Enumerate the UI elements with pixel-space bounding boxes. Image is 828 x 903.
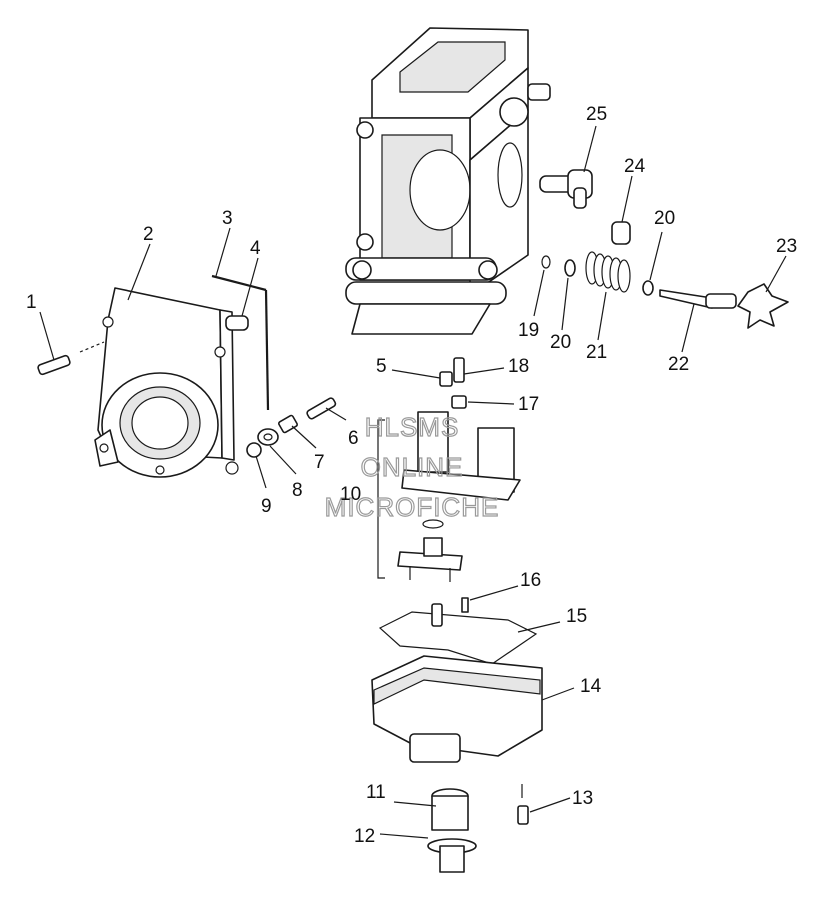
callout-23: 23 bbox=[776, 236, 797, 257]
watermark-line-3: MICROFICHE bbox=[325, 492, 500, 522]
callout-numbers: 1 2 3 4 5 6 7 8 9 10 11 12 13 14 15 16 1… bbox=[26, 104, 797, 847]
callout-3: 3 bbox=[222, 208, 233, 229]
screw-16 bbox=[461, 597, 469, 613]
carburetor-body bbox=[345, 27, 551, 335]
callout-5: 5 bbox=[376, 356, 387, 377]
rod-3 bbox=[211, 274, 270, 411]
callout-14: 14 bbox=[580, 676, 602, 697]
callout-13: 13 bbox=[572, 788, 593, 809]
callout-17: 17 bbox=[518, 394, 539, 415]
callout-25: 25 bbox=[586, 104, 607, 125]
jets-5-17-18 bbox=[439, 357, 467, 409]
callout-12: 12 bbox=[354, 826, 375, 847]
callout-22: 22 bbox=[668, 354, 689, 375]
screw-1 bbox=[37, 341, 105, 376]
float-assembly bbox=[377, 411, 521, 582]
idle-mixture-parts bbox=[541, 251, 789, 329]
drain-fitting-11-12 bbox=[427, 788, 477, 873]
watermark: HLSMS ONLINE MICROFICHE bbox=[324, 411, 500, 522]
leader-lines bbox=[39, 125, 787, 839]
screw-13 bbox=[517, 784, 529, 825]
callout-1: 1 bbox=[26, 292, 37, 313]
callout-24: 24 bbox=[624, 156, 646, 177]
callout-15: 15 bbox=[566, 606, 587, 627]
watermark-line-1: HLSMS bbox=[365, 412, 460, 442]
gasket-15 bbox=[378, 603, 538, 665]
callout-7: 7 bbox=[314, 452, 325, 473]
callout-19: 19 bbox=[518, 320, 539, 341]
callout-4: 4 bbox=[250, 238, 261, 259]
callout-18: 18 bbox=[508, 356, 529, 377]
callout-2: 2 bbox=[143, 224, 154, 245]
cover-plate bbox=[94, 287, 239, 478]
callout-20a: 20 bbox=[550, 332, 571, 353]
callout-20b: 20 bbox=[654, 208, 675, 229]
pin-4 bbox=[225, 315, 249, 331]
fittings-24-25 bbox=[539, 169, 631, 245]
callout-16: 16 bbox=[520, 570, 541, 591]
callout-21: 21 bbox=[586, 342, 607, 363]
watermark-line-2: ONLINE bbox=[361, 452, 464, 482]
callout-8: 8 bbox=[292, 480, 303, 501]
callout-9: 9 bbox=[261, 496, 272, 517]
small-hardware bbox=[246, 397, 337, 458]
callout-11: 11 bbox=[366, 782, 386, 803]
callout-6: 6 bbox=[348, 428, 359, 449]
float-bowl-14 bbox=[371, 655, 543, 763]
callout-10: 10 bbox=[340, 484, 361, 505]
